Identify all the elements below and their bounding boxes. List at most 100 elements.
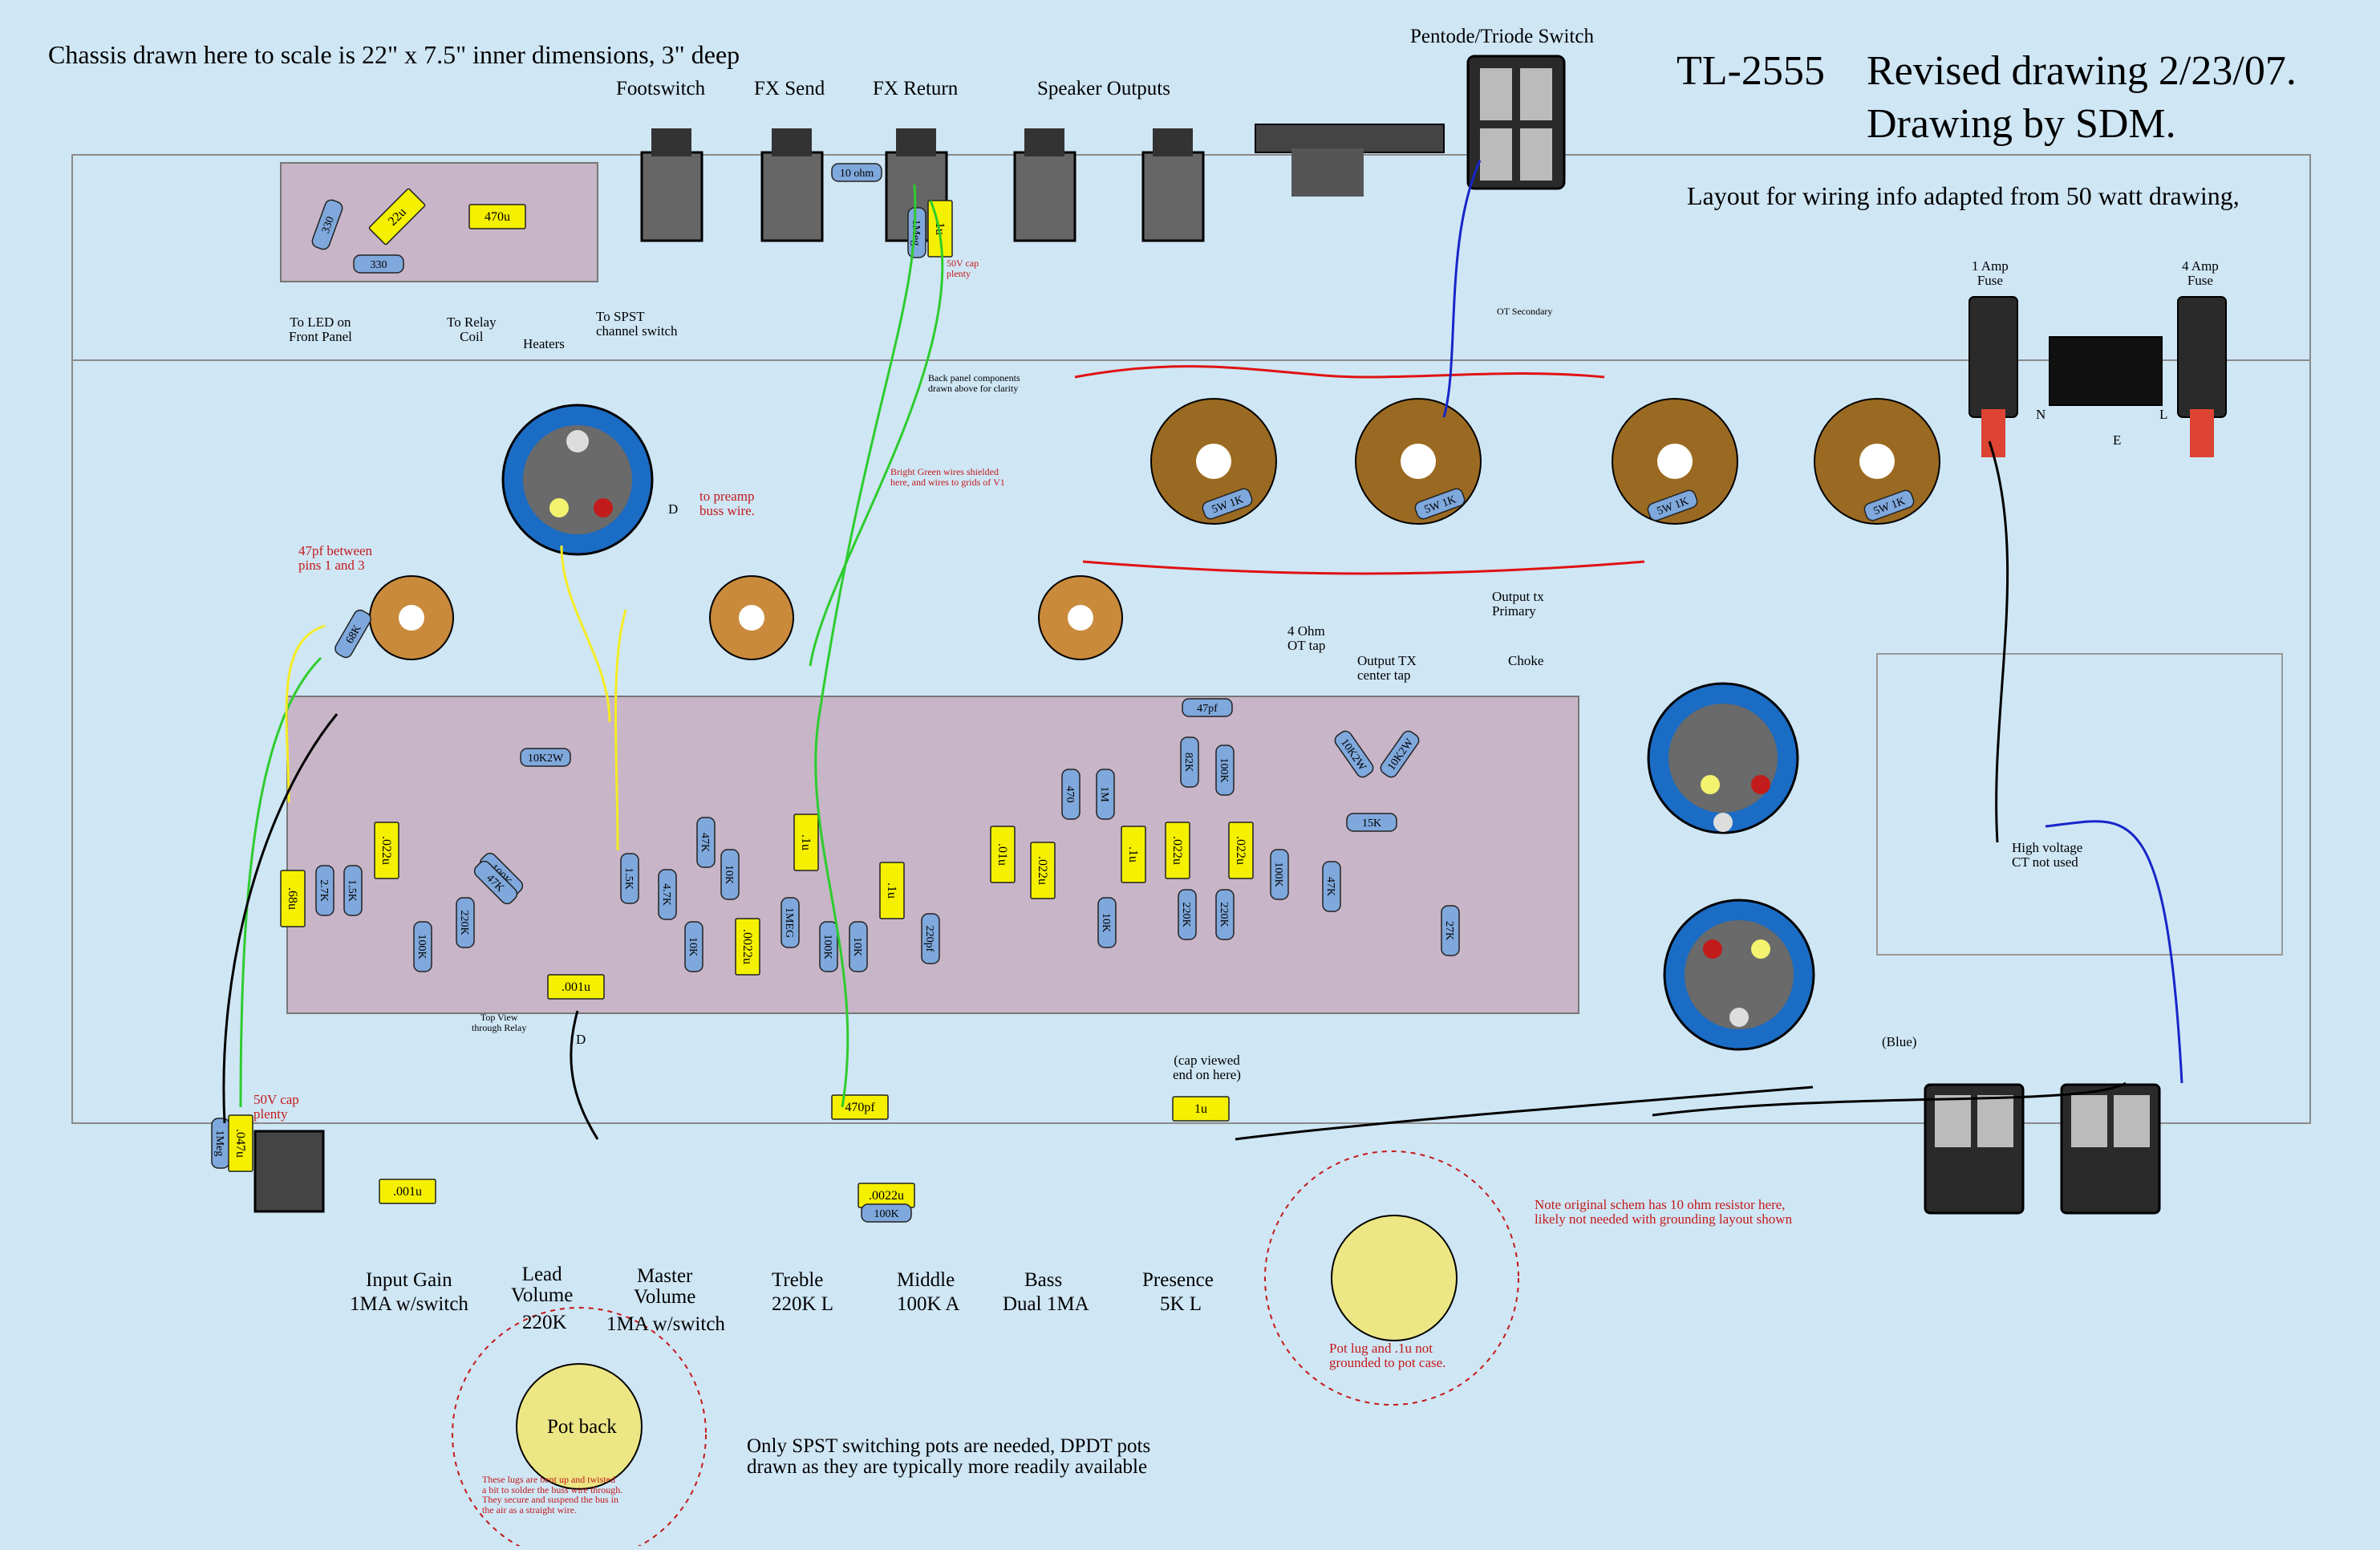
fuse-holder-2	[2177, 296, 2227, 457]
part-value: .1u	[1126, 846, 1140, 862]
resistor: 1MEG	[780, 897, 800, 948]
resistor: 68K	[334, 609, 371, 659]
part-value: 220K	[458, 910, 470, 935]
resistor: 47pf	[1182, 698, 1233, 717]
resistor: 470	[1061, 769, 1081, 820]
pot-back-detail-circle	[452, 1307, 707, 1550]
to-relay-label: To Relay Coil	[447, 314, 497, 344]
part-value: 1M	[1098, 786, 1110, 802]
capacitor: 1u	[927, 200, 953, 258]
wire	[560, 545, 611, 723]
preamp-socket-v1	[369, 575, 454, 660]
footswitch-label: Footswitch	[616, 78, 706, 99]
resistor: 10K2W	[520, 748, 571, 767]
capacitor: .0022u	[858, 1183, 915, 1208]
capacitor: .022u	[374, 822, 399, 879]
wire	[1988, 440, 2009, 843]
resistor: 10K	[720, 849, 740, 900]
part-value: 1.5K	[622, 867, 635, 890]
resistor: 82K	[1180, 736, 1199, 788]
resistor: 4.7K	[658, 869, 677, 920]
wire	[1235, 1085, 1814, 1141]
resistor: 1.5K	[343, 865, 363, 916]
cap-viewed-label: (cap viewed end on here)	[1173, 1053, 1241, 1082]
wire	[809, 200, 944, 667]
wire	[1442, 160, 1482, 418]
pot-spec-presence: 5K L	[1160, 1293, 1202, 1315]
filter-cap-top	[501, 404, 654, 556]
part-value: 330	[320, 215, 337, 235]
iec-e-label: E	[2113, 432, 2122, 448]
ot-secondary-label: OT Secondary	[1497, 306, 1553, 317]
pentode-triode-switch	[1466, 55, 1566, 190]
pentode-switch-label: Pentode/Triode Switch	[1410, 26, 1594, 47]
ot-4ohm-label: 4 Ohm OT tap	[1287, 623, 1326, 653]
to-led-label: To LED on Front Panel	[289, 314, 352, 344]
wire	[1082, 560, 1645, 575]
fuse2-label: 4 Amp Fuse	[2182, 258, 2219, 288]
pot-back-label: Pot back	[547, 1416, 617, 1438]
resistor: 47K	[473, 860, 518, 905]
resistor: 100K	[413, 921, 432, 972]
part-value: .022u	[1234, 836, 1247, 865]
wire	[1074, 365, 1605, 379]
speaker-outputs-label: Speaker Outputs	[1037, 78, 1170, 99]
resistor: 10K	[1097, 897, 1117, 948]
model-title: TL-2555	[1677, 48, 1825, 94]
part-value: .047u	[233, 1129, 247, 1158]
spst-note: Only SPST switching pots are needed, DPD…	[747, 1435, 1151, 1479]
cap-plenty-back-label: 50V cap plenty	[947, 258, 979, 279]
wire	[814, 184, 917, 1108]
resistor: 330	[353, 254, 404, 274]
pot-back-detail	[516, 1363, 643, 1490]
pot-spec-bass: Dual 1MA	[1003, 1293, 1089, 1315]
capacitor: 22u	[368, 188, 426, 245]
part-value: .022u	[1036, 856, 1049, 885]
resistor: 100K	[1215, 745, 1235, 796]
pot-spec-middle: 100K A	[897, 1293, 960, 1315]
choke-label: Choke	[1508, 653, 1544, 668]
part-value: 10K	[723, 865, 735, 884]
chassis-note: Chassis drawn here to scale is 22" x 7.5…	[48, 40, 740, 69]
pot-label-lead-volume: Lead Volume	[511, 1264, 574, 1307]
part-value: 15K	[1362, 818, 1381, 830]
resistor: 10 ohm	[831, 163, 882, 182]
capacitor: .022u	[1228, 822, 1254, 879]
speaker-jack-1	[1013, 128, 1076, 242]
part-value: 82K	[1182, 753, 1194, 772]
part-value: 1.5K	[346, 879, 358, 902]
pot-spec-treble: 220K L	[772, 1293, 834, 1315]
filter-cap-mid	[1647, 682, 1799, 834]
part-value: 330	[371, 259, 387, 271]
part-value: 47pf	[1197, 703, 1218, 715]
part-value: 470pf	[845, 1101, 875, 1114]
back-panel-note: Back panel components drawn above for cl…	[928, 372, 1020, 394]
part-value: .022u	[379, 836, 393, 865]
resistor: 10K	[684, 921, 703, 972]
resistor: 100K	[819, 921, 838, 972]
part-value: .01u	[995, 843, 1009, 866]
wire	[239, 656, 322, 1108]
part-value: 100K	[1218, 757, 1230, 782]
capacitor: .1u	[793, 814, 819, 871]
input-jack	[253, 1130, 325, 1213]
fx-send-jack	[760, 128, 824, 242]
chassis-inner	[71, 359, 2311, 1124]
pot-lug-note: Pot lug and .1u not grounded to pot case…	[1329, 1341, 1446, 1370]
hv-ct-label: High voltage CT not used	[2012, 840, 2083, 870]
iec-l-label: L	[2159, 407, 2168, 422]
resistor: 330	[311, 199, 343, 250]
part-value: 47K	[1324, 877, 1336, 896]
pot-label-middle: Middle	[897, 1269, 955, 1291]
capacitor: .047u	[228, 1114, 253, 1172]
part-value: 470u	[485, 210, 510, 224]
capacitor: .01u	[990, 826, 1016, 883]
impedance-switch	[1255, 124, 1445, 197]
part-value: 220K	[1180, 902, 1192, 927]
resistor: 220pf	[921, 913, 940, 964]
pot-label-treble: Treble	[772, 1269, 824, 1291]
footswitch-jack	[640, 128, 703, 242]
wires-layer	[222, 160, 2183, 1141]
d-marker-back: D	[668, 501, 679, 517]
part-value: 47K	[699, 833, 711, 852]
